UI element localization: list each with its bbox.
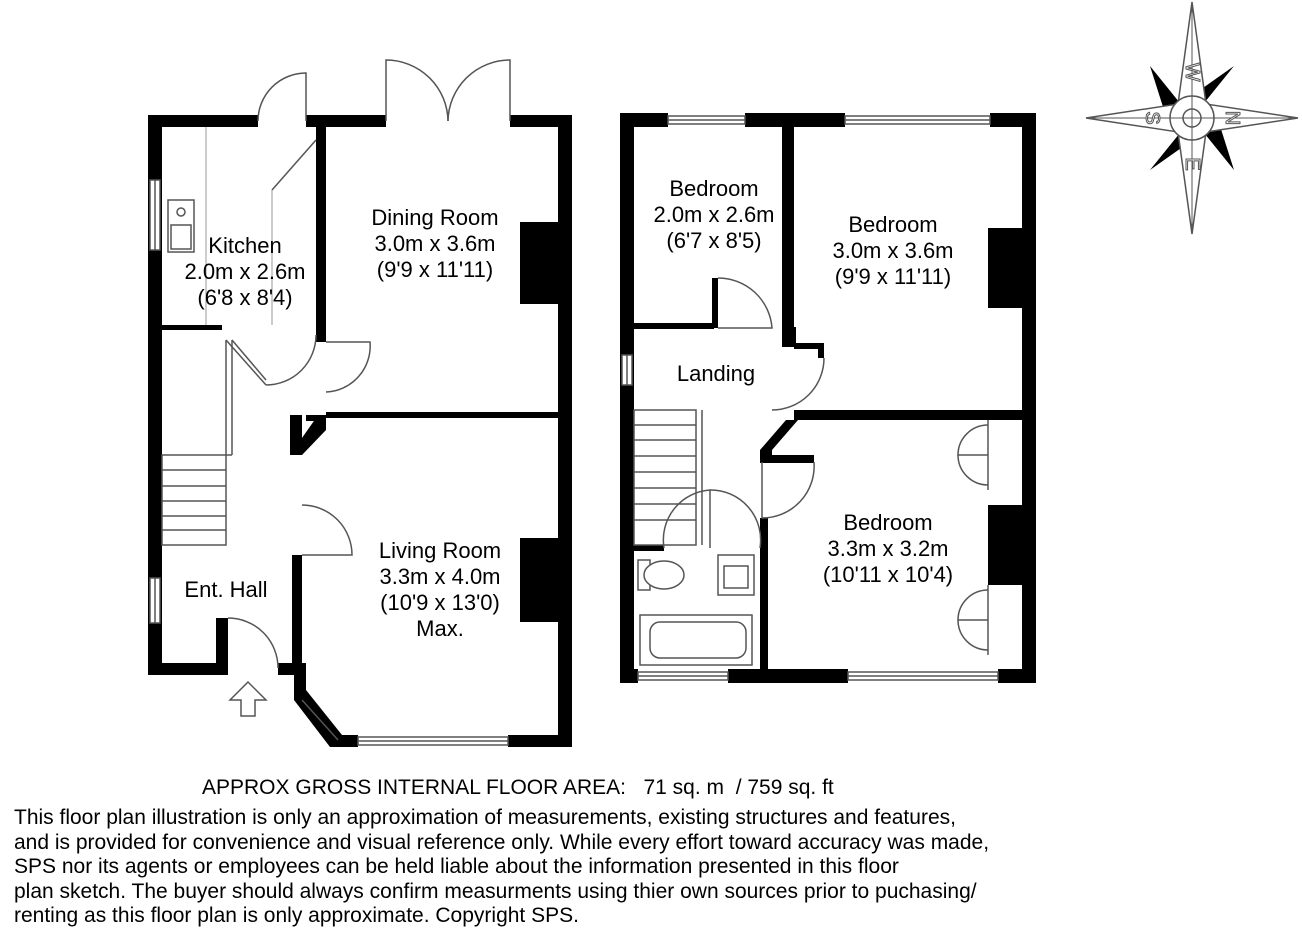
sink-icon xyxy=(167,199,195,253)
living-metric: 3.3m x 4.0m xyxy=(379,564,500,589)
living-imperial: (10'9 x 13'0) xyxy=(380,590,500,615)
ground-stairs xyxy=(161,339,267,546)
disclaimer: This floor plan illustration is only an … xyxy=(14,806,1214,929)
bathroom-fixtures xyxy=(637,554,755,666)
disclaimer-line: This floor plan illustration is only an … xyxy=(14,806,956,829)
first-stairs xyxy=(633,409,703,546)
dining-name: Dining Room xyxy=(371,205,498,230)
entrance-arrow-icon xyxy=(228,680,268,717)
bedroom1-name: Bedroom xyxy=(669,176,758,201)
bedroom2-name: Bedroom xyxy=(848,212,937,237)
bedroom3-name: Bedroom xyxy=(843,510,932,535)
compass-label-s: S xyxy=(1141,111,1163,124)
dining-imperial: (9'9 x 11'11) xyxy=(377,257,493,282)
bedroom1-imperial: (6'7 x 8'5) xyxy=(666,228,761,253)
disclaimer-line: renting as this floor plan is only appro… xyxy=(14,904,579,927)
kitchen-imperial: (6'8 x 8'4) xyxy=(197,285,292,310)
landing-name: Landing xyxy=(677,361,755,386)
bedroom2-imperial: (9'9 x 11'11) xyxy=(835,264,951,289)
first-floor-walls xyxy=(620,113,1036,683)
disclaimer-line: plan sketch. The buyer should always con… xyxy=(14,879,977,903)
ground-floor-walls xyxy=(148,115,572,747)
bedroom2-metric: 3.0m x 3.6m xyxy=(832,238,953,263)
bedroom3-metric: 3.3m x 3.2m xyxy=(827,536,948,561)
compass-label-e: E xyxy=(1181,157,1203,170)
compass-label-n: N xyxy=(1221,111,1243,125)
bedroom1-metric: 2.0m x 2.6m xyxy=(653,202,774,227)
compass-label-w: W xyxy=(1181,63,1203,82)
compass-icon: W N E S xyxy=(1085,1,1299,235)
wardrobe xyxy=(957,420,989,655)
dining-metric: 3.0m x 3.6m xyxy=(374,231,495,256)
ground-floor: Kitchen 2.0m x 2.6m (6'8 x 8'4) Dining R… xyxy=(148,59,572,747)
kitchen-name: Kitchen xyxy=(208,233,281,258)
hall-name: Ent. Hall xyxy=(184,577,267,602)
kitchen-metric: 2.0m x 2.6m xyxy=(184,259,305,284)
first-floor: Bedroom 2.0m x 2.6m (6'7 x 8'5) Bedroom … xyxy=(620,113,1036,683)
living-note: Max. xyxy=(416,616,464,641)
disclaimer-line: and is provided for convenience and visu… xyxy=(14,830,990,854)
gross-area: APPROX GROSS INTERNAL FLOOR AREA: 71 sq.… xyxy=(202,776,834,799)
disclaimer-line: SPS nor its agents or employees can be h… xyxy=(14,855,899,878)
living-name: Living Room xyxy=(379,538,501,563)
floor-plan: Kitchen 2.0m x 2.6m (6'8 x 8'4) Dining R… xyxy=(148,1,1299,747)
bedroom3-imperial: (10'11 x 10'4) xyxy=(823,562,953,587)
